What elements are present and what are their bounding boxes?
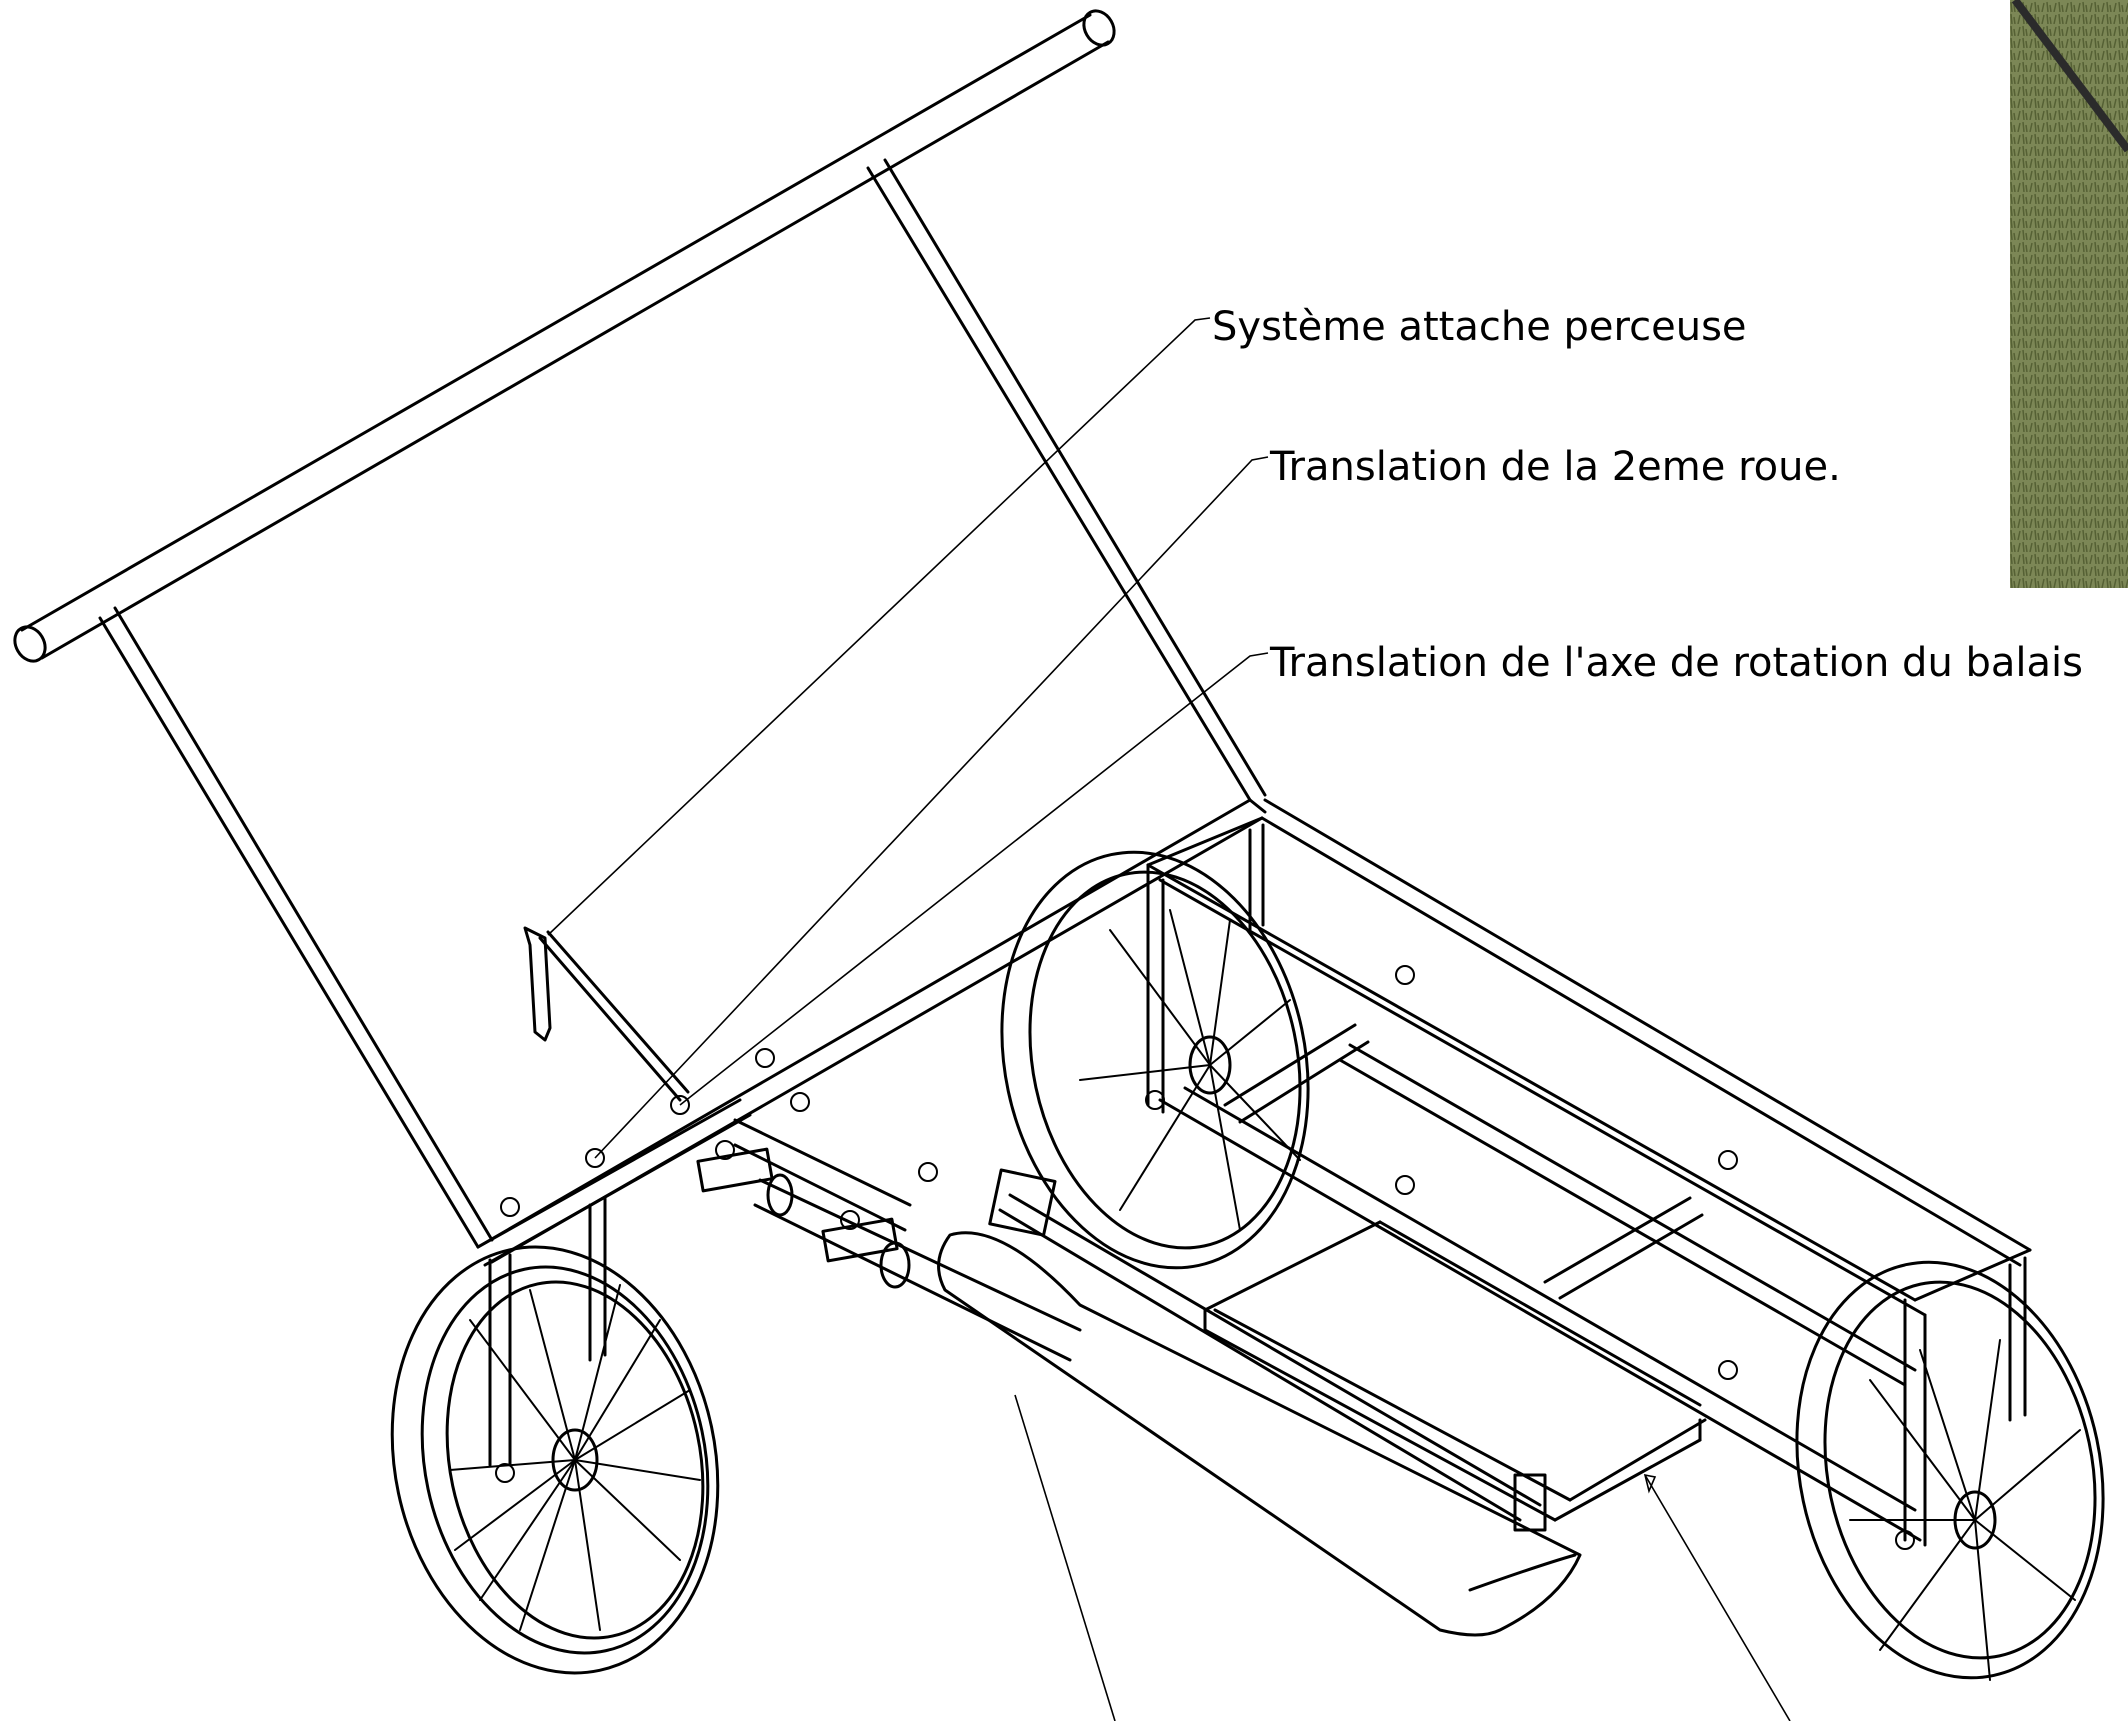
handle-bar [13,9,1116,663]
left-frame [476,1098,752,1467]
drill-attachment [523,926,690,1102]
handle-supports [98,158,1267,1249]
leader-lines [547,317,1791,1721]
callout-brush-axis-translation: Translation de l'axe de rotation du bala… [1269,640,2083,686]
callout-drill-attachment: Système attache perceuse [1212,304,1747,350]
wheel-left-rear [1000,850,1310,1270]
bolts [495,965,1915,1550]
wheel-left-front [390,1245,720,1675]
wheel-right-front [1795,1260,2105,1681]
brush-axle-assembly [696,1118,1082,1362]
main-frame [476,798,2032,1547]
brush-trough [937,1168,1582,1637]
callout-second-wheel-translation: Translation de la 2eme roue. [1269,444,1841,490]
photo-inset [2010,0,2128,588]
